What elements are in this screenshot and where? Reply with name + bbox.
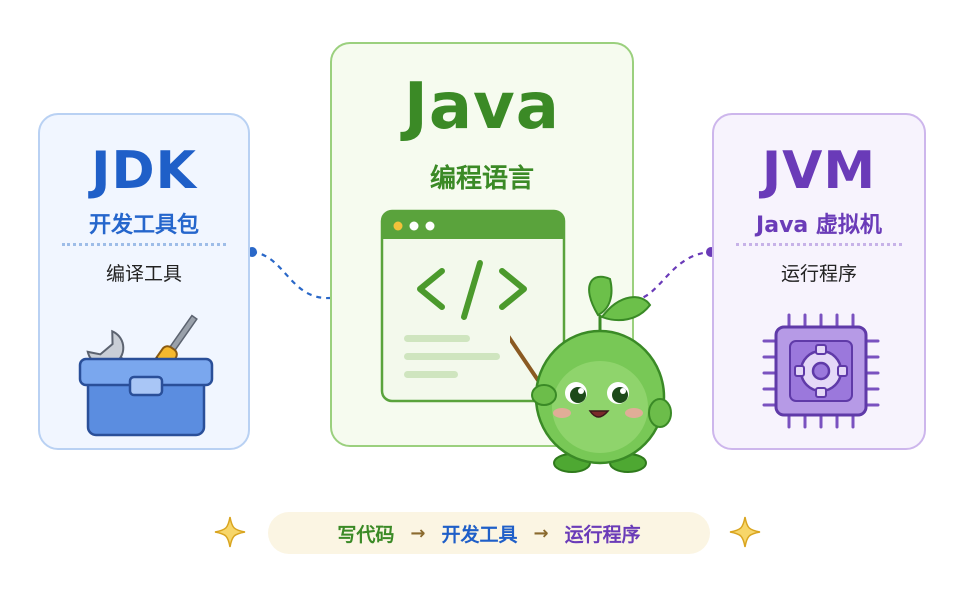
flow-step-run-program: 运行程序 <box>564 523 641 546</box>
flow-step-write-code: 写代码 <box>337 523 395 546</box>
workflow-pill: 写代码 → 开发工具 → 运行程序 <box>268 512 710 554</box>
jdk-card: JDK 开发工具包 编译工具 <box>38 113 250 450</box>
jdk-subtitle: 开发工具包 <box>88 213 199 238</box>
sprout-mascot <box>510 275 672 473</box>
code-window-icon <box>380 209 566 403</box>
jvm-card: JVM Java 虚拟机 运行程序 <box>712 113 926 450</box>
connector-jdk-java <box>251 250 331 300</box>
java-subtitle: 编程语言 <box>429 164 534 194</box>
java-card: Java 编程语言 <box>330 42 634 447</box>
jdk-title: JDK <box>91 141 197 201</box>
jdk-divider <box>62 243 226 246</box>
chip-gear-icon <box>762 313 880 429</box>
flow-arrow-2: → <box>533 522 549 544</box>
jdk-role: 编译工具 <box>105 263 182 285</box>
flow-step-dev-tools: 开发工具 <box>441 523 518 546</box>
jvm-divider <box>736 243 902 246</box>
java-title: Java <box>404 70 560 144</box>
sparkle-left-icon <box>214 516 246 548</box>
jvm-role: 运行程序 <box>780 263 857 285</box>
sparkle-right-icon <box>729 516 761 548</box>
flow-arrow-1: → <box>410 522 426 544</box>
jvm-title: JVM <box>761 141 877 201</box>
toolbox-icon <box>78 314 214 437</box>
connector-java-jvm <box>633 250 711 302</box>
jvm-subtitle: Java 虚拟机 <box>756 213 882 238</box>
